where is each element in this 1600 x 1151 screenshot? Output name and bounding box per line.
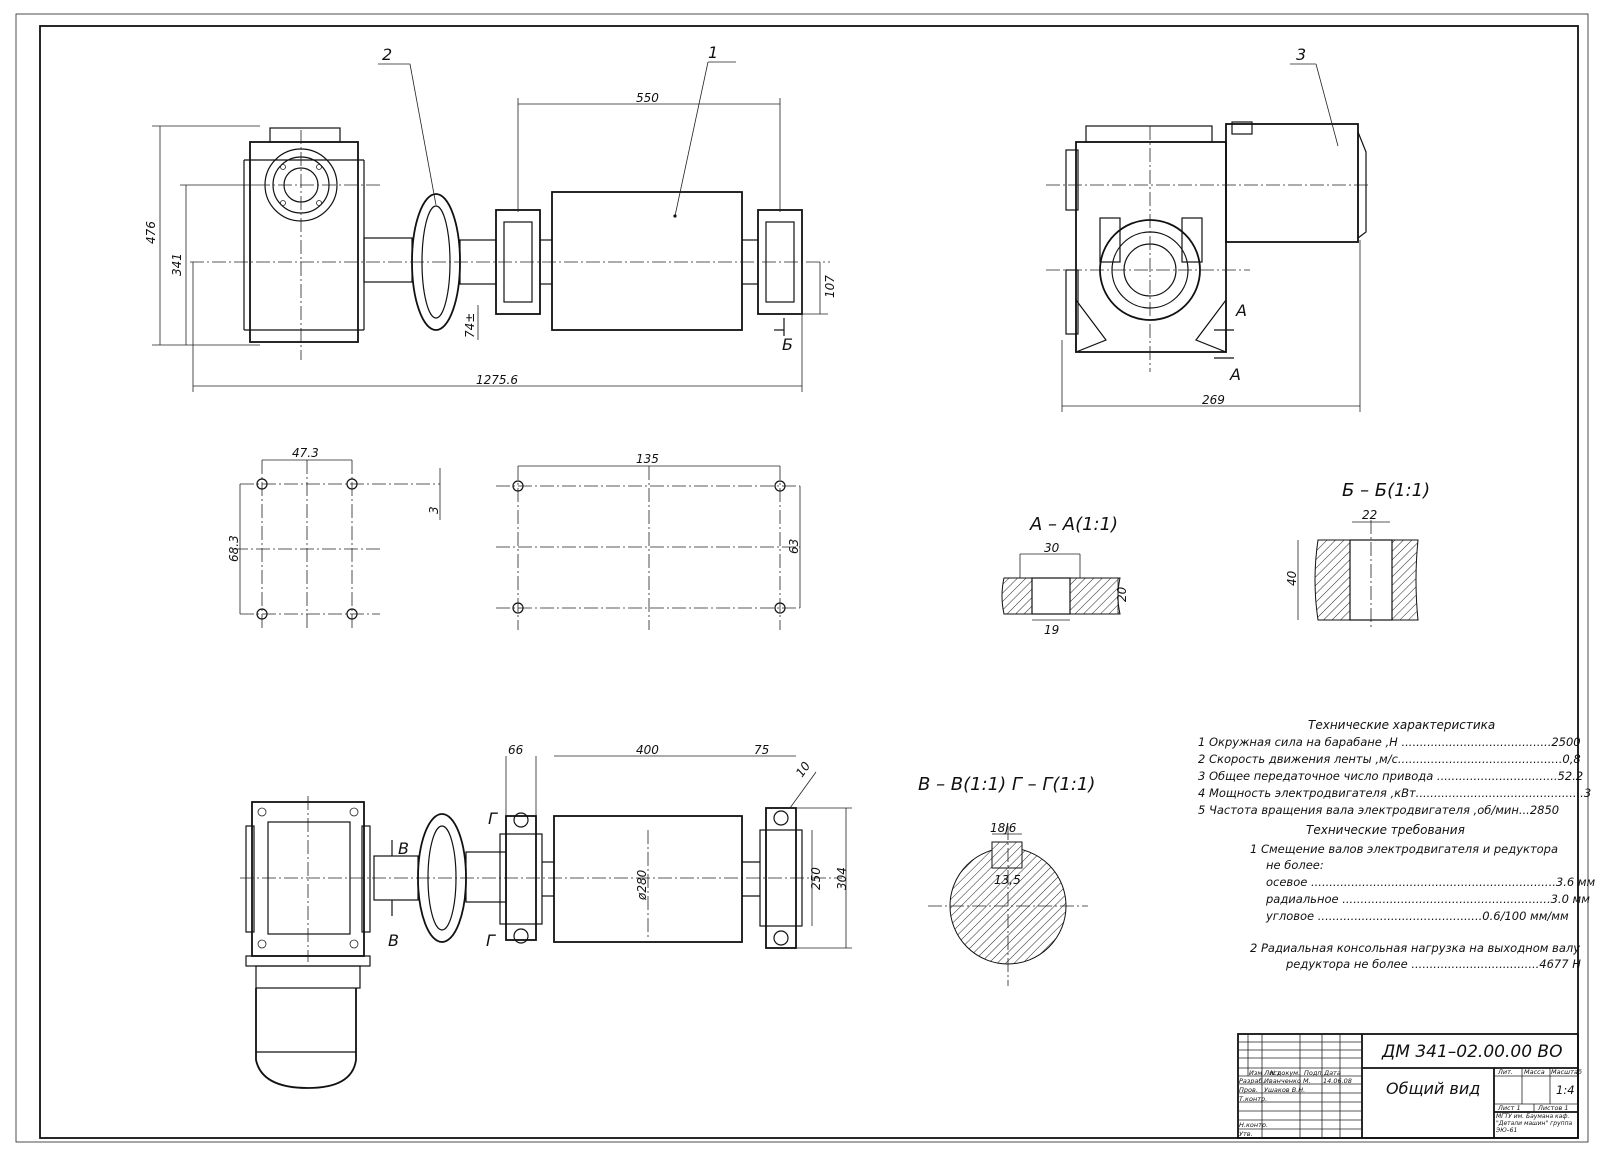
requirement-line-2: не более: xyxy=(1266,858,1324,872)
side-view xyxy=(1046,63,1370,412)
section-mark-v-upper: В xyxy=(398,839,409,858)
dim-550: 550 xyxy=(636,91,659,105)
dim-22: 22 xyxy=(1362,508,1377,522)
section-v-g-title: В – В(1:1) Г – Г(1:1) xyxy=(918,774,1095,795)
section-mark-a-upper: А xyxy=(1235,301,1247,320)
title-block xyxy=(1237,1033,1579,1139)
requirement-line-1: 1 Смещение валов электродвигателя и реду… xyxy=(1250,842,1558,856)
dim-400: 400 xyxy=(636,743,659,757)
dim-40: 40 xyxy=(1285,570,1299,586)
inner-frame xyxy=(39,25,1579,1139)
scale-value: 1:4 xyxy=(1556,1083,1575,1097)
section-b-b-title: Б – Б(1:1) xyxy=(1342,480,1430,501)
row-doc: N докум. xyxy=(1270,1069,1300,1077)
dim-135: 135 xyxy=(636,452,659,466)
header-mass: Масса xyxy=(1524,1068,1545,1076)
dim-280: ø280 xyxy=(635,869,649,901)
dim-19: 19 xyxy=(1044,623,1059,637)
requirement-line-5: угловое ................................… xyxy=(1265,909,1569,923)
section-mark-b: Б xyxy=(782,335,793,354)
dim-341: 341 xyxy=(170,253,184,276)
specs-title: Технические характеристика xyxy=(1308,718,1495,732)
dim-68-3: 68.3 xyxy=(227,535,241,562)
section-b-b xyxy=(1297,520,1419,630)
section-a-a-title: А – А(1:1) xyxy=(1029,514,1118,535)
front-view xyxy=(240,755,852,1089)
requirements-title: Технические требования xyxy=(1306,823,1465,837)
dim-66: 66 xyxy=(508,743,524,757)
dim-13-5: 13,5 xyxy=(994,873,1021,887)
section-v-g xyxy=(928,826,1088,986)
organization: МГТУ им. Баумана каф. "Детали машин" гру… xyxy=(1496,1113,1573,1134)
spec-item-5: 5 Частота вращения вала электродвигателя… xyxy=(1198,803,1559,817)
header-scale: Масштаб xyxy=(1551,1068,1582,1076)
section-mark-g-upper: Г xyxy=(488,809,498,828)
requirement-line-4: радиальное .............................… xyxy=(1265,892,1590,906)
row-utv: Утв. xyxy=(1239,1130,1253,1138)
row-date-value: 14.06.08 xyxy=(1323,1077,1352,1085)
dim-20: 20 xyxy=(1115,586,1129,602)
dim-30: 30 xyxy=(1044,541,1060,555)
row-razrab-name: Иванченко М. xyxy=(1264,1077,1311,1085)
outer-frame xyxy=(15,13,1589,1143)
requirement-line-7: редуктора не более .....................… xyxy=(1285,957,1581,971)
header-lit: Лит. xyxy=(1497,1068,1513,1076)
part-number-3: 3 xyxy=(1296,45,1306,64)
row-razrab: Разраб. xyxy=(1239,1077,1265,1085)
section-mark-g-lower: Г xyxy=(486,931,496,950)
row-tkontr: Т.контр. xyxy=(1239,1095,1267,1103)
part-number-2: 2 xyxy=(382,45,392,64)
dim-250: 250 xyxy=(809,867,823,890)
dim-10: 10 xyxy=(793,759,813,780)
spec-item-4: 4 Мощность электродвигателя ,кВт........… xyxy=(1198,786,1591,800)
dim-18j6: 18J6 xyxy=(990,821,1017,835)
dim-47-3: 47.3 xyxy=(292,446,319,460)
spec-item-3: 3 Общее передаточное число привода .....… xyxy=(1198,769,1583,783)
part-number-1: 1 xyxy=(708,43,718,62)
dim-74: 74± xyxy=(463,313,477,338)
row-sign: Подп. xyxy=(1304,1069,1324,1077)
doc-code: ДМ 341–02.00.00 ВО xyxy=(1381,1042,1562,1062)
row-prov-name: Ушаков В.Н. xyxy=(1264,1086,1305,1094)
dim-3: 3 xyxy=(427,506,441,514)
dim-75: 75 xyxy=(754,743,769,757)
drawing-name: Общий вид xyxy=(1386,1079,1480,1098)
dim-304: 304 xyxy=(835,867,849,890)
spec-item-2: 2 Скорость движения ленты ,м/с..........… xyxy=(1198,752,1581,766)
requirement-line-6: 2 Радиальная консольная нагрузка на выхо… xyxy=(1250,941,1580,955)
spec-item-1: 1 Окружная сила на барабане ,Н .........… xyxy=(1198,735,1581,749)
dim-1275: 1275.6 xyxy=(476,373,518,387)
requirement-line-3: осевое .................................… xyxy=(1266,875,1596,889)
section-mark-v-lower: В xyxy=(388,931,399,950)
row-izm: Изм Лист xyxy=(1249,1069,1281,1077)
row-nkontr: Н.контр. xyxy=(1239,1121,1268,1129)
section-a-a xyxy=(1001,553,1121,621)
dim-107: 107 xyxy=(823,275,837,298)
sheet-count: Листов 1 xyxy=(1537,1104,1568,1112)
dim-269: 269 xyxy=(1202,393,1225,407)
dim-63: 63 xyxy=(787,539,801,554)
section-mark-a-lower: А xyxy=(1229,365,1241,384)
dim-476: 476 xyxy=(144,221,158,244)
sheet-number: Лист 1 xyxy=(1497,1104,1521,1112)
top-view xyxy=(152,61,830,392)
mounting-holes-view xyxy=(234,459,801,630)
row-prov: Пров. xyxy=(1239,1086,1258,1094)
row-date: Дата xyxy=(1323,1069,1341,1077)
